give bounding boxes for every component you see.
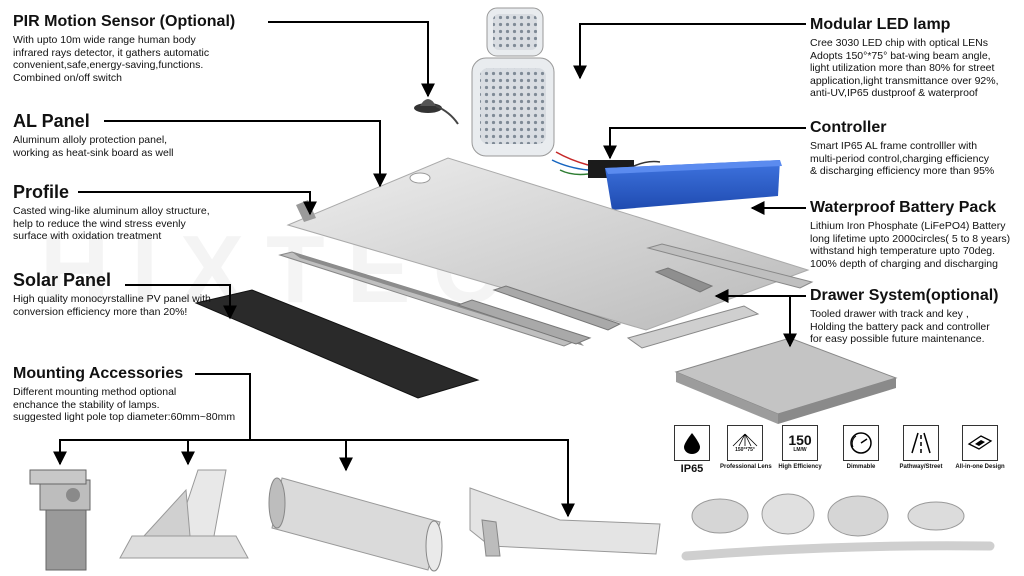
callout-al-panel: AL Panel Aluminum alloly protection pane… (13, 111, 174, 159)
profile-line: surface with oxidation treatment (13, 230, 162, 243)
rail-parts (456, 267, 760, 349)
callout-pir-sensor: PIR Motion Sensor (Optional) With upto 1… (13, 13, 235, 84)
all-in-one-lamp-icon (962, 425, 998, 461)
solar-line: conversion efficiency more than 20%! (13, 305, 188, 318)
all-in-one-label: All-in-one Design (955, 464, 1005, 470)
efficiency-value: 150 (788, 432, 812, 448)
led-module-small (486, 7, 544, 57)
mount-wall-bracket (469, 487, 661, 557)
battery-title: Waterproof Battery Pack (810, 199, 997, 216)
battery-pack-part (605, 160, 782, 210)
mounting-line: enchance the stability of lamps. (13, 398, 160, 411)
efficiency-icon: 150 LM/W (782, 425, 818, 461)
controller-line: multi-period control,charging efficiency (810, 152, 989, 165)
pir-sensor-part (414, 99, 459, 125)
feature-efficiency: 150 LM/W High Efficiency (775, 425, 825, 470)
efficiency-label: High Efficiency (778, 464, 822, 470)
dimmable-label: Dimmable (846, 464, 876, 470)
callout-profile: Profile Casted wing-like aluminum alloy … (13, 182, 210, 243)
callout-mounting-accessories: Mounting Accessories Different mounting … (13, 365, 235, 424)
pir-line: With upto 10m wide range human body (13, 34, 196, 46)
al-panel-description: Aluminum alloly protection panel, workin… (13, 134, 174, 159)
controller-description: Smart IP65 AL frame controlller with mul… (810, 140, 994, 178)
feature-lens: 150°*75° Professional Lens (720, 425, 772, 470)
battery-line: long lifetime upto 2000circles( 5 to 8 y… (810, 232, 1011, 245)
drawer-part (674, 337, 898, 424)
battery-line: withstand high temperature upto 70deg. (810, 245, 996, 258)
pir-title: PIR Motion Sensor (Optional) (13, 13, 236, 30)
road-icon (903, 425, 939, 461)
profile-description: Casted wing-like aluminum alloy structur… (13, 205, 210, 243)
feature-ip65: IP65 (667, 425, 717, 475)
controller-title: Controller (810, 119, 887, 136)
controller-line: Smart IP65 AL frame controlller with (810, 140, 978, 152)
mounting-line: suggested light pole top diameter:60mm~8… (13, 411, 236, 424)
led-line: application,light transmittance over 92%… (810, 74, 999, 87)
solar-description: High quality monocyrstalline PV panel wi… (13, 293, 211, 318)
led-description: Cree 3030 LED chip with optical LENs Ado… (810, 37, 999, 100)
pir-line: convenient,safe,energy-saving,functions. (13, 59, 204, 72)
solar-panel-part (194, 289, 480, 399)
pir-description: With upto 10m wide range human body infr… (13, 34, 235, 84)
optical-lens-set (681, 493, 995, 561)
callout-led-lamp: Modular LED lamp Cree 3030 LED chip with… (810, 16, 999, 100)
callout-drawer-system: Drawer System(optional) Tooled drawer wi… (810, 287, 998, 346)
drawer-line: Tooled drawer with track and key , (810, 308, 969, 320)
leader-lines (53, 21, 806, 518)
mounting-title: Mounting Accessories (13, 365, 184, 382)
led-module-large (471, 57, 555, 157)
battery-line: 100% depth of charging and discharging (810, 257, 998, 270)
mount-pole-adapter (119, 469, 249, 559)
callout-battery-pack: Waterproof Battery Pack Lithium Iron Pho… (810, 199, 1010, 270)
dimmer-dial-icon (843, 425, 879, 461)
mount-adjustable-bracket (29, 469, 91, 571)
profile-line: help to reduce the wind stress evenly (13, 217, 186, 230)
pir-line: Combined on/off switch (13, 71, 122, 84)
profile-line: Casted wing-like aluminum alloy structur… (13, 205, 210, 217)
feature-all-in-one: All-in-one Design (955, 425, 1005, 470)
efficiency-unit: LM/W (793, 447, 807, 453)
battery-line: Lithium Iron Phosphate (LiFePO4) Battery (810, 220, 1006, 232)
profile-title: Profile (13, 182, 70, 202)
pathway-label: Pathway/Street (899, 464, 943, 470)
solar-line: High quality monocyrstalline PV panel wi… (13, 293, 211, 305)
beam-angle-icon: 150°*75° (727, 425, 763, 461)
led-line: anti-UV,IP65 dustproof & waterproof (810, 87, 978, 100)
water-drop-icon (674, 425, 710, 461)
pir-line: infrared rays detector, it gathers autom… (13, 46, 210, 59)
drawer-description: Tooled drawer with track and key , Holdi… (810, 308, 998, 346)
drawer-title: Drawer System(optional) (810, 287, 999, 304)
lens-label: Professional Lens (720, 464, 772, 470)
drawer-line: Holding the battery pack and controller (810, 320, 990, 333)
ip65-label: IP65 (680, 463, 704, 475)
solar-title: Solar Panel (13, 270, 112, 290)
callout-controller: Controller Smart IP65 AL frame controlll… (810, 119, 994, 178)
led-line: Adopts 150°*75° bat-wing beam angle, (810, 49, 991, 62)
al-panel-line: Aluminum alloly protection panel, (13, 134, 168, 146)
controller-line: & discharging efficiency more than 95% (810, 165, 995, 178)
drawer-line: for easy possible future maintenance. (810, 333, 985, 346)
led-line: Cree 3030 LED chip with optical LENs (810, 37, 989, 49)
led-line: light utilization more than 80% for stre… (810, 62, 995, 75)
feature-pathway: Pathway/Street (896, 425, 946, 470)
mounting-line: Different mounting method optional (13, 386, 177, 398)
battery-description: Lithium Iron Phosphate (LiFePO4) Battery… (810, 220, 1010, 270)
mounting-description: Different mounting method optional encha… (13, 386, 235, 424)
callout-solar-panel: Solar Panel High quality monocyrstalline… (13, 270, 211, 318)
feature-dimmable: Dimmable (836, 425, 886, 470)
mount-pipe-sleeve (268, 477, 443, 572)
led-title: Modular LED lamp (810, 16, 951, 33)
lens-value: 150°*75° (735, 447, 755, 453)
al-panel-line: working as heat-sink board as well (13, 146, 174, 159)
al-panel-title: AL Panel (13, 111, 90, 131)
